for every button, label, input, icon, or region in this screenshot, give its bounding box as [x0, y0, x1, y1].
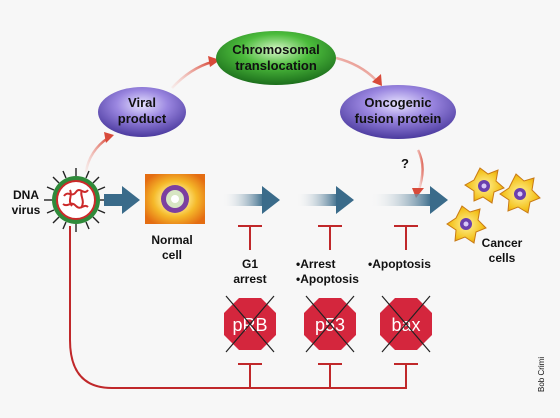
g1-arrest-label-1: G1 — [242, 257, 258, 271]
viral-product-label-2: product — [118, 111, 167, 126]
curve-arrow-virus-to-viral — [84, 136, 109, 173]
oncogenic-ellipse — [340, 85, 456, 139]
p53-effect-2: •Apoptosis — [296, 272, 359, 286]
viral-product-label-1: Viral — [128, 95, 156, 110]
arrowhead-icon — [208, 56, 220, 67]
normal-cell-label-2: cell — [162, 248, 182, 262]
cancer-cell-icon — [499, 173, 541, 214]
chromosomal-ellipse — [216, 31, 336, 85]
oncogenic-label-1: Oncogenic — [364, 95, 431, 110]
oncogenic-label-2: fusion protein — [355, 111, 442, 126]
arrowhead-icon — [104, 132, 114, 143]
normal-cell-label-1: Normal — [151, 233, 192, 247]
bax-effect-1: •Apoptosis — [368, 257, 431, 271]
chromosomal-label-1: Chromosomal — [232, 42, 319, 57]
viral-inhibition-path — [69, 226, 418, 389]
arrow-cell-to-cancer — [222, 186, 448, 214]
cancer-cells-label-2: cells — [489, 251, 516, 265]
artist-credit: Bob Crimi — [537, 357, 546, 392]
cancer-cell-icon — [446, 205, 487, 244]
stop-sign-prb: pRB — [224, 295, 276, 353]
p53-effect-1: •Arrest — [296, 257, 336, 271]
inhibition-bars — [238, 225, 418, 250]
cancer-cells-label-1: Cancer — [482, 236, 523, 250]
dna-virus-label-2: virus — [12, 203, 41, 217]
question-mark: ? — [401, 156, 409, 171]
dna-virus-label-1: DNA — [13, 188, 39, 202]
curve-arrow-chromosomal-to-oncogenic — [335, 56, 377, 81]
viral-product-ellipse — [98, 87, 186, 137]
arrowhead-icon — [372, 74, 382, 86]
g1-arrest-label-2: arrest — [233, 272, 266, 286]
p53-label: p53 — [315, 315, 345, 335]
cancer-cell-icon — [464, 167, 505, 204]
arrow-virus-to-cell — [104, 186, 140, 214]
chromosomal-label-2: translocation — [235, 58, 317, 73]
curve-arrow-viral-to-chromosomal — [171, 60, 213, 89]
curve-arrow-oncogenic-to-line — [416, 149, 424, 193]
stop-sign-bax: bax — [380, 295, 432, 353]
bax-label: bax — [391, 315, 420, 335]
dna-virus-icon — [44, 168, 108, 232]
prb-label: pRB — [232, 315, 267, 335]
stop-sign-p53: p53 — [304, 295, 356, 353]
